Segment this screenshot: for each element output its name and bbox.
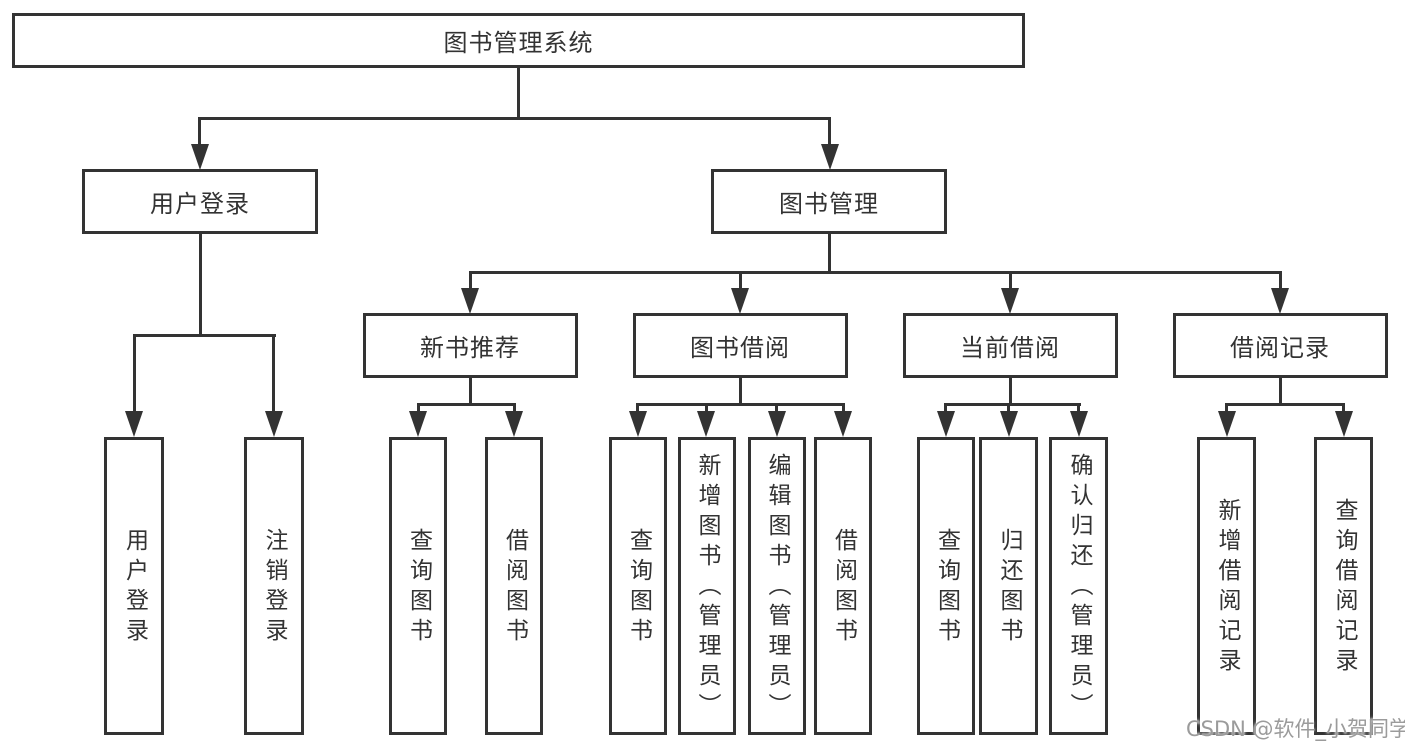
csdn-watermark: CSDN @软件_小贺同学	[1186, 717, 1405, 741]
leaf-borrow-book-1: 借阅图书	[485, 437, 543, 735]
connector-level2-bus	[468, 271, 1282, 274]
leaf-edit-book-admin: 编辑图书（管理员）	[747, 437, 806, 735]
leaf-user-login: 用户登录	[104, 437, 164, 735]
arrow-down-icon	[409, 403, 427, 437]
leaf-query-book-3: 查询图书	[917, 437, 975, 735]
leaf-add-borrow-record: 新增借阅记录	[1197, 437, 1256, 735]
leaf-label: 用户登录	[121, 528, 148, 648]
node-user-login-label: 用户登录	[150, 190, 250, 218]
leaf-borrow-book-2: 借阅图书	[814, 437, 872, 735]
node-borrow-record-label: 借阅记录	[1230, 334, 1330, 362]
leaf-label: 确认归还（管理员）	[1066, 453, 1092, 723]
connector-newbook-bus	[416, 403, 516, 406]
leaf-label: 归还图书	[996, 528, 1022, 648]
leaf-label: 新增图书（管理员）	[694, 453, 720, 723]
node-book-borrow: 图书借阅	[632, 313, 848, 378]
leaf-label: 查询借阅记录	[1331, 498, 1357, 678]
node-user-login: 用户登录	[82, 169, 318, 234]
arrow-down-icon	[1217, 403, 1236, 437]
leaf-query-book-1: 查询图书	[389, 437, 447, 735]
arrow-down-icon	[264, 334, 283, 437]
node-book-borrow-label: 图书借阅	[690, 334, 790, 362]
connector-borrowrecord-bus	[1225, 403, 1345, 406]
leaf-add-book-admin: 新增图书（管理员）	[677, 437, 736, 735]
arrow-down-icon	[628, 403, 647, 437]
connector-currentborrow-bus	[944, 403, 1081, 406]
leaf-query-borrow-record: 查询借阅记录	[1314, 437, 1373, 735]
connector-level1-bus	[198, 117, 831, 120]
node-book-management-label: 图书管理	[779, 190, 879, 218]
leaf-label: 查询图书	[625, 528, 652, 648]
connector-newbook-drop	[468, 376, 472, 406]
leaf-label: 借阅图书	[501, 528, 528, 648]
node-root-system: 图书管理系统	[12, 13, 1025, 68]
connector-root-drop	[517, 66, 520, 120]
arrow-down-icon	[820, 117, 839, 170]
arrow-down-icon	[1069, 403, 1088, 437]
leaf-confirm-return-admin: 确认归还（管理员）	[1049, 437, 1108, 735]
arrow-down-icon	[697, 403, 715, 437]
arrow-down-icon	[505, 403, 523, 437]
connector-bookborrow-drop	[738, 376, 742, 406]
node-book-management: 图书管理	[711, 169, 947, 234]
arrow-down-icon	[1334, 403, 1353, 437]
arrow-down-icon	[731, 271, 749, 314]
leaf-return-book: 归还图书	[979, 437, 1038, 735]
arrow-down-icon	[834, 403, 852, 437]
leaf-label: 借阅图书	[830, 528, 857, 648]
leaf-logout: 注销登录	[243, 437, 304, 735]
connector-userlogin-drop	[198, 232, 202, 337]
node-current-borrow: 当前借阅	[902, 313, 1118, 378]
leaf-label: 注销登录	[261, 528, 287, 648]
node-new-book-recommend: 新书推荐	[362, 313, 578, 378]
arrow-down-icon	[1001, 271, 1019, 314]
node-new-book-recommend-label: 新书推荐	[420, 334, 520, 362]
leaf-label: 新增借阅记录	[1214, 498, 1240, 678]
arrow-down-icon	[125, 334, 143, 437]
arrow-down-icon	[461, 271, 479, 314]
arrow-down-icon	[1271, 271, 1289, 314]
arrow-down-icon	[190, 117, 209, 170]
arrow-down-icon	[999, 403, 1018, 437]
leaf-label: 查询图书	[405, 528, 432, 648]
leaf-label: 查询图书	[933, 528, 960, 648]
arrow-down-icon	[936, 403, 955, 437]
connector-currentborrow-drop	[1008, 376, 1012, 406]
leaf-query-book-2: 查询图书	[609, 437, 667, 735]
connector-userlogin-bus	[132, 334, 276, 337]
node-current-borrow-label: 当前借阅	[960, 334, 1060, 362]
node-root-label: 图书管理系统	[443, 29, 594, 57]
leaf-label: 编辑图书（管理员）	[764, 453, 790, 723]
connector-bookmgmt-drop	[828, 232, 831, 274]
node-borrow-record: 借阅记录	[1172, 313, 1388, 378]
connector-borrowrecord-drop	[1278, 376, 1282, 406]
connector-bookborrow-bus	[636, 403, 845, 406]
arrow-down-icon	[767, 403, 786, 437]
